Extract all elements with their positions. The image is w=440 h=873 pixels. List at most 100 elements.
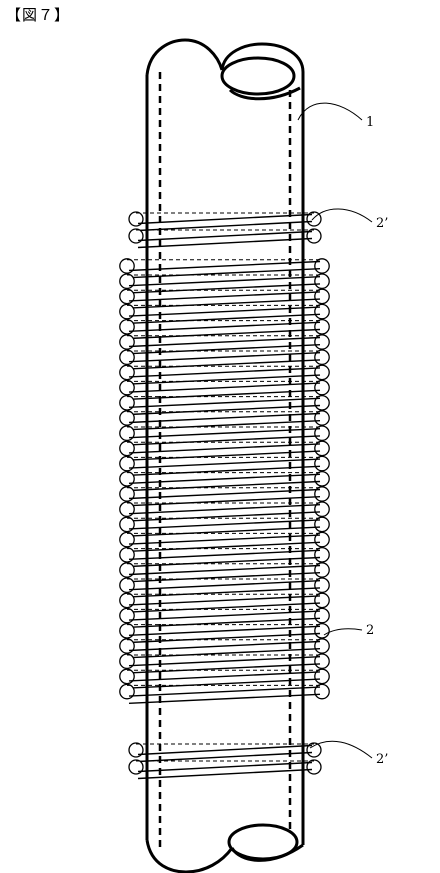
coil-main-turn-right-end (314, 455, 330, 472)
coil-main-turn-right-end (314, 440, 330, 457)
coil-main-turn-left-end (119, 425, 135, 442)
coil-main-turn-front-lower (128, 632, 321, 644)
coil-lower-turn-front-lower (137, 751, 313, 763)
coil-lower-turn-front (137, 744, 313, 756)
coil-main-turn-front (128, 443, 321, 454)
coil-main-turn-left-end (119, 653, 135, 670)
coil-main-turn-front (128, 488, 321, 500)
coil-main-turn-front (128, 397, 321, 408)
coil-main-turn-left-end (119, 546, 135, 563)
coil-main-turn-front-lower (128, 313, 321, 324)
coil-main-turn-right-end (314, 577, 330, 594)
coil-main-turn-left-end (119, 410, 135, 426)
tube-top-rim (145, 38, 224, 76)
coil-main-turn-front-lower (128, 556, 321, 568)
coil-main-turn-left-end (119, 486, 135, 502)
tube (145, 38, 305, 873)
coil-main-turn-right-end (314, 273, 330, 290)
coil-main-turn-front (128, 564, 321, 576)
leader-line-coil-upper (311, 208, 373, 223)
coil-main-turn-front-lower (128, 359, 321, 370)
coil-main-turn-left-end (119, 592, 135, 609)
coil-main-turn-front (128, 504, 321, 515)
coil-main-turn-left-end (119, 303, 135, 320)
coil-main-turn-front (128, 595, 321, 606)
leader-line-tube (297, 102, 363, 121)
coil-main-turn-front (128, 549, 321, 560)
coil-main-turn-right-end (314, 318, 330, 335)
coil-main-turn-left-end (119, 562, 135, 578)
coil-main-turn-front (128, 671, 321, 682)
coil-main-turn-front-lower (128, 283, 321, 294)
coil-main-turn-front (128, 519, 321, 530)
coil-main-turn-front-lower (128, 435, 321, 446)
coil-main-turn-front-lower (128, 541, 321, 552)
coil-lower-turn-left-end (128, 742, 144, 758)
coil-main-turn-front (128, 260, 321, 272)
coil-main-turn-left-end (119, 273, 135, 290)
leader-lines (297, 102, 373, 759)
coil-lower (128, 742, 322, 780)
coil-main-turn-front-lower (128, 663, 321, 674)
coil-main-turn-right-end (314, 258, 330, 274)
coil-main-turn-right-end (314, 668, 330, 685)
coil-upper (128, 211, 322, 249)
coil-main-turn-front (128, 656, 321, 667)
coil-main-turn-right-end (314, 531, 330, 548)
coil-main-turn-front (128, 580, 321, 591)
coil-upper-turn-front-lower (137, 237, 313, 249)
coil-main-turn-front (128, 473, 321, 484)
coil-main-turn-front (128, 534, 321, 545)
coil-main-turn-front (128, 458, 321, 469)
coil-upper-turn-left-end (128, 211, 144, 227)
coil-main-turn-left-end (119, 516, 135, 533)
coil-main-turn-front (128, 276, 321, 287)
coil-main-turn-front (128, 291, 321, 302)
coil-main-turn-front-lower (128, 404, 321, 416)
tube-bottom-rim (145, 839, 234, 873)
coil-upper-turn-front-lower (137, 220, 313, 232)
coil-main-turn-front (128, 412, 321, 424)
label-coil-upper: 2’ (376, 216, 388, 231)
coil-main-turn-front (128, 352, 321, 363)
coil-main-turn-front (128, 336, 321, 348)
leader-line-coil-lower (309, 740, 373, 759)
coil-main-turn-left-end (119, 334, 135, 350)
coil-main-turn-left-end (119, 364, 135, 381)
coil-main-turn-front-lower (128, 511, 321, 522)
coil-main-turn-front (128, 382, 321, 393)
coil-main-turn-right-end (314, 334, 330, 350)
coil-main-turn-left-end (119, 577, 135, 594)
coil-lower-turn-front (137, 761, 313, 773)
coil-upper-turn-front (137, 230, 313, 242)
leader-line-coil-main (323, 628, 363, 636)
coil-lower-turn-front-lower (137, 768, 313, 780)
coil-main-turn-right-end (314, 653, 330, 670)
coil-main-turn-front-lower (128, 617, 321, 628)
coil-main-turn-left-end (119, 607, 135, 624)
coil-main-turn-front-lower (128, 526, 321, 537)
coil-main-turn-front (128, 428, 321, 439)
coil-main (119, 258, 330, 704)
coil-main-turn-right-end (314, 349, 330, 366)
coil-main-turn-front-lower (128, 480, 321, 492)
coil-main-turn-right-end (314, 562, 330, 578)
coil-main-turn-left-end (119, 394, 135, 411)
coil-main-turn-front-lower (128, 268, 321, 279)
coil-main-turn-front (128, 610, 321, 621)
coil-main-turn-front-lower (128, 602, 321, 613)
coil-main-turn-front-lower (128, 344, 321, 355)
coil-main-turn-front-lower (128, 465, 321, 476)
coil-main-turn-front-lower (128, 374, 321, 385)
coil-main-turn-front-lower (128, 678, 321, 689)
coil-main-turn-front-lower (128, 450, 321, 461)
coil-main-turn-right-end (314, 607, 330, 624)
coil-lower-turn-left-end (128, 759, 144, 775)
coil-main-turn-front (128, 640, 321, 652)
tube-top-opening (220, 56, 296, 96)
coil-main-turn-left-end (119, 349, 135, 366)
coil-lower-turn-right-end (306, 742, 322, 758)
coil-main-turn-right-end (314, 470, 330, 487)
coil-main-turn-front (128, 306, 321, 317)
label-coil-lower: 2’ (376, 752, 388, 767)
